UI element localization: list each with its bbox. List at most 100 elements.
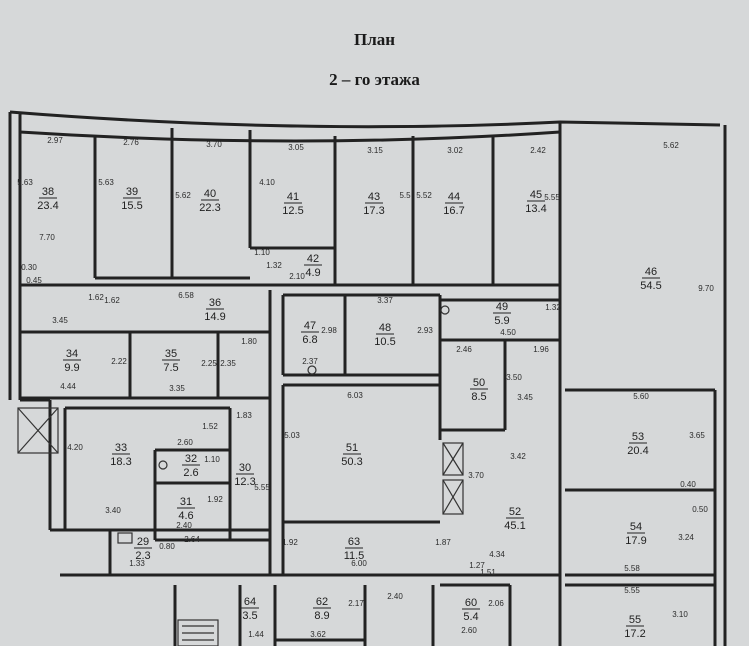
room-area: 8.5 [471, 391, 486, 403]
dimension-label: 1.10 [204, 455, 220, 464]
room-number: 40 [204, 188, 216, 200]
dimension-label: 1.96 [533, 345, 549, 354]
room-number: 29 [137, 536, 149, 548]
room-labels: 3823.43915.54022.34112.54317.34416.74513… [37, 186, 661, 640]
room-area: 17.9 [625, 535, 646, 547]
dimension-label: 1.80 [241, 337, 257, 346]
room-area: 23.4 [37, 200, 58, 212]
dimension-label: 5.58 [624, 564, 640, 573]
room-number: 43 [368, 191, 380, 203]
room-area: 13.4 [525, 203, 546, 215]
dimension-label: 1.32 [266, 261, 282, 270]
dimension-label: 3.65 [689, 431, 705, 440]
room-36: 36 14.9 [204, 297, 225, 323]
dimension-label: 0.40 [680, 480, 696, 489]
room-area: 2.6 [183, 467, 198, 479]
dimension-label: 2.42 [530, 146, 546, 155]
room-54: 54 17.9 [625, 521, 646, 547]
dimension-label: 3.37 [377, 296, 393, 305]
dimension-label: 0.50 [692, 505, 708, 514]
shaft-symbols [17, 305, 464, 646]
dimension-label: 1.32 [545, 303, 561, 312]
room-area: 7.5 [163, 362, 178, 374]
room-area: 17.2 [624, 628, 645, 640]
dimension-label: 2.35 [220, 359, 236, 368]
dimension-label: 3.10 [672, 610, 688, 619]
room-area: 14.9 [204, 311, 225, 323]
room-area: 54.5 [640, 280, 661, 292]
dimension-label: 1.87 [435, 538, 451, 547]
room-number: 63 [348, 536, 360, 548]
room-number: 52 [509, 506, 521, 518]
dimension-label: 2.98 [321, 326, 337, 335]
interior-walls [20, 128, 717, 646]
room-60: 605.4 [462, 597, 480, 623]
room-62: 628.9 [313, 596, 331, 622]
room-number: 64 [244, 596, 256, 608]
room-63: 63 11.5 [344, 536, 365, 562]
dimension-label: 6.00 [351, 559, 367, 568]
room-number: 36 [209, 297, 221, 309]
dimension-label: 1.33 [129, 559, 145, 568]
room-area: 16.7 [443, 205, 464, 217]
room-area: 5.4 [463, 611, 478, 623]
dimension-label: 5.55 [254, 483, 270, 492]
dimension-label: 2.37 [302, 357, 318, 366]
room-area: 18.3 [110, 456, 131, 468]
room-number: 60 [465, 597, 477, 609]
dimension-label: 3.70 [206, 140, 222, 149]
dimension-label: 5.62 [663, 141, 679, 150]
room-number: 30 [239, 462, 251, 474]
outer-walls [8, 110, 727, 646]
dimension-label: 2.60 [461, 626, 477, 635]
room-number: 45 [530, 189, 542, 201]
room-49: 495.9 [493, 301, 511, 327]
room-50: 508.5 [470, 377, 488, 403]
dimension-label: 5.63 [17, 178, 33, 187]
room-number: 46 [645, 266, 657, 278]
room-number: 42 [307, 253, 319, 265]
room-number: 34 [66, 348, 78, 360]
room-area: 5.9 [494, 315, 509, 327]
room-47: 476.8 [301, 320, 319, 346]
dimension-label: 3.50 [506, 373, 522, 382]
room-area: 9.9 [64, 362, 79, 374]
dimension-label: 1.83 [236, 411, 252, 420]
dimension-label: 5.52 [416, 191, 432, 200]
dimension-label: 2.97 [47, 136, 63, 145]
dimension-label: 1.92 [207, 495, 223, 504]
room-area: 11.5 [344, 550, 365, 562]
room-34: 349.9 [63, 348, 81, 374]
room-area: 50.3 [341, 456, 362, 468]
dimension-label: 3.40 [105, 506, 121, 515]
room-29: 292.3 [134, 536, 152, 562]
room-number: 38 [42, 186, 54, 198]
dimension-label: 2.46 [456, 345, 472, 354]
dimension-label: 2.25 [201, 359, 217, 368]
room-35: 357.5 [162, 348, 180, 374]
room-64: 643.5 [241, 596, 259, 622]
dimension-label: 0.30 [21, 263, 37, 272]
dimension-label: 1.51 [480, 568, 496, 577]
dimension-label: 0.80 [159, 542, 175, 551]
dimension-label: 2.06 [488, 599, 504, 608]
room-area: 17.3 [363, 205, 384, 217]
room-number: 54 [630, 521, 642, 533]
dimension-label: 7.70 [39, 233, 55, 242]
room-area: 4.9 [305, 267, 320, 279]
dimension-label: 3.70 [468, 471, 484, 480]
room-45: 45 13.4 [525, 189, 546, 215]
dimension-label: 3.45 [517, 393, 533, 402]
dimension-label: 5.55 [544, 193, 560, 202]
dimension-label: 4.50 [500, 328, 516, 337]
room-area: 2.3 [135, 550, 150, 562]
